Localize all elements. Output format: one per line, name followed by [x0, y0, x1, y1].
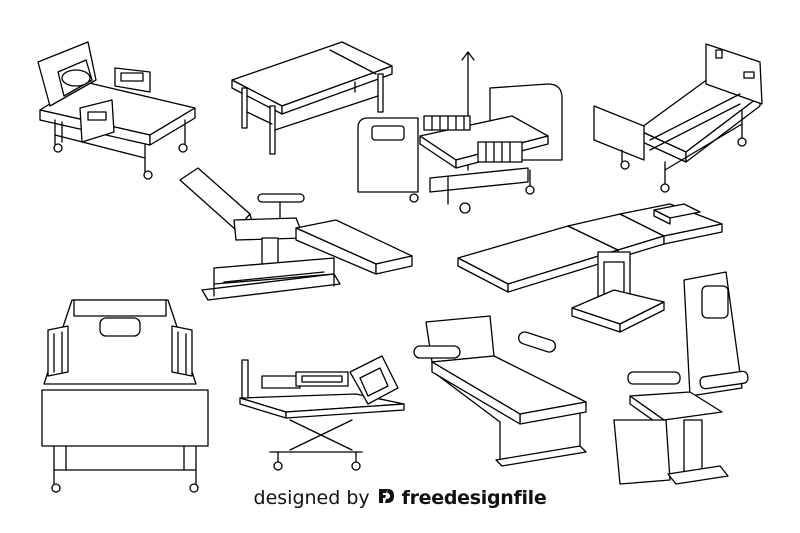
- watermark-brand: freedesignfile: [401, 487, 547, 509]
- massage-table: [232, 42, 392, 154]
- exam-lounge-chair: [414, 316, 586, 466]
- dental-recliner-chair: [180, 168, 412, 300]
- hospital-bed-2: [594, 44, 762, 192]
- watermark: designed by freedesignfile: [0, 478, 800, 518]
- watermark-prefix: designed by: [253, 487, 370, 509]
- fd-logo-icon: [376, 486, 396, 511]
- hospital-bed-front-view: [42, 300, 208, 492]
- operating-table: [458, 204, 722, 332]
- treatment-chair: [614, 272, 749, 484]
- stretcher-trolley: [240, 356, 404, 470]
- hospital-bed-iv-pole: [358, 52, 562, 213]
- hospital-bed-1: [38, 42, 195, 179]
